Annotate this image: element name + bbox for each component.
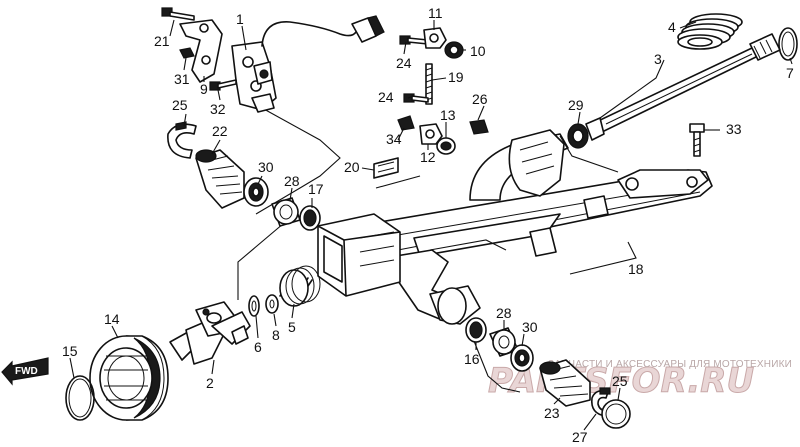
callout-labels: 1 2 3 4 5 6 7 8 9 10 11 12 13 14 15 16 1…	[62, 5, 794, 445]
watermark-brand: PARTSFOR.RU	[488, 361, 754, 401]
watermark: PARTSFOR.RU ЗАПЧАСТИ И АКСЕССУАРЫ ДЛЯ МО…	[488, 359, 792, 402]
callout-33: 33	[726, 121, 742, 137]
callout-4: 4	[668, 19, 676, 35]
callout-6: 6	[254, 339, 262, 355]
bolt-part-21	[161, 7, 195, 21]
callout-26: 26	[472, 91, 488, 107]
nut-part-34	[397, 115, 415, 131]
cap-part-25-lower	[601, 399, 631, 429]
clamp-part-27	[590, 387, 611, 417]
washer-part-6	[248, 295, 260, 317]
fwd-arrow-icon: FWD	[1, 357, 49, 386]
alignment-lines	[237, 107, 619, 393]
callout-25-upper: 25	[172, 97, 188, 113]
cap-part-10	[444, 41, 464, 59]
bracket-part-9	[179, 19, 223, 83]
bolt-part-32	[209, 79, 237, 91]
label-part-20	[373, 157, 399, 179]
bolt-part-33	[689, 123, 705, 157]
clamp-part-25	[167, 121, 197, 159]
callout-3: 3	[654, 51, 662, 67]
callout-34: 34	[386, 131, 402, 147]
nut-part-31	[179, 47, 195, 59]
sensor-assembly-part-1	[231, 15, 385, 113]
stud-part-19	[425, 63, 433, 105]
swingarm-part-18	[317, 129, 713, 325]
spring-part-5	[279, 265, 321, 307]
callout-12: 12	[420, 149, 436, 165]
seal-part-16	[465, 317, 487, 343]
callout-20: 20	[344, 159, 360, 175]
callout-13: 13	[440, 107, 456, 123]
callout-24-upper: 24	[396, 55, 412, 71]
circlip-part-7	[778, 27, 798, 61]
boot-part-22	[195, 149, 245, 209]
bolt-part-24-upper	[399, 35, 429, 45]
callout-24-lower: 24	[378, 89, 394, 105]
leader-lines	[69, 19, 793, 431]
callout-8: 8	[272, 327, 280, 343]
callout-14: 14	[104, 311, 120, 327]
callout-32: 32	[210, 101, 226, 117]
boot-part-23	[539, 359, 591, 407]
callout-1: 1	[236, 11, 244, 27]
callout-21: 21	[154, 33, 170, 49]
universal-joint-part-2	[169, 301, 251, 365]
drive-shaft-part-3	[585, 33, 781, 141]
callout-2: 2	[206, 375, 214, 391]
oil-seal-part-29	[567, 123, 589, 149]
bolt-part-24-lower	[403, 93, 429, 103]
collar-part-11	[423, 27, 447, 49]
callout-27: 27	[572, 429, 588, 445]
bearing-part-30-upper	[243, 177, 269, 207]
seal-part-17	[299, 205, 321, 231]
bearing-part-28-upper	[271, 197, 301, 227]
callout-22: 22	[212, 123, 228, 139]
callout-30-upper: 30	[258, 159, 274, 175]
callout-16: 16	[464, 351, 480, 367]
callout-25-lower: 25	[612, 373, 628, 389]
callout-18: 18	[628, 261, 644, 277]
callout-28-lower: 28	[496, 305, 512, 321]
callout-11: 11	[428, 5, 443, 21]
o-ring-part-15	[65, 375, 95, 421]
bearing-part-30-lower	[510, 344, 534, 372]
callout-17: 17	[308, 181, 324, 197]
callout-7: 7	[786, 65, 794, 81]
callout-19: 19	[448, 69, 464, 85]
callout-15: 15	[62, 343, 78, 359]
cap-part-13	[436, 137, 456, 155]
fwd-label: FWD	[15, 366, 38, 377]
damper-part-14	[89, 335, 169, 421]
nut-part-26	[469, 119, 489, 135]
callout-30-lower: 30	[522, 319, 538, 335]
callout-29: 29	[568, 97, 584, 113]
callout-5: 5	[288, 319, 296, 335]
callout-23: 23	[544, 405, 560, 421]
callout-10: 10	[470, 43, 486, 59]
callout-31: 31	[174, 71, 190, 87]
callout-9: 9	[200, 81, 208, 97]
callout-28-upper: 28	[284, 173, 300, 189]
watermark-tagline: ЗАПЧАСТИ И АКСЕССУАРЫ ДЛЯ МОТОТЕХНИКИ	[548, 359, 792, 370]
washer-part-8	[265, 294, 279, 314]
spring-part-4	[677, 13, 743, 50]
